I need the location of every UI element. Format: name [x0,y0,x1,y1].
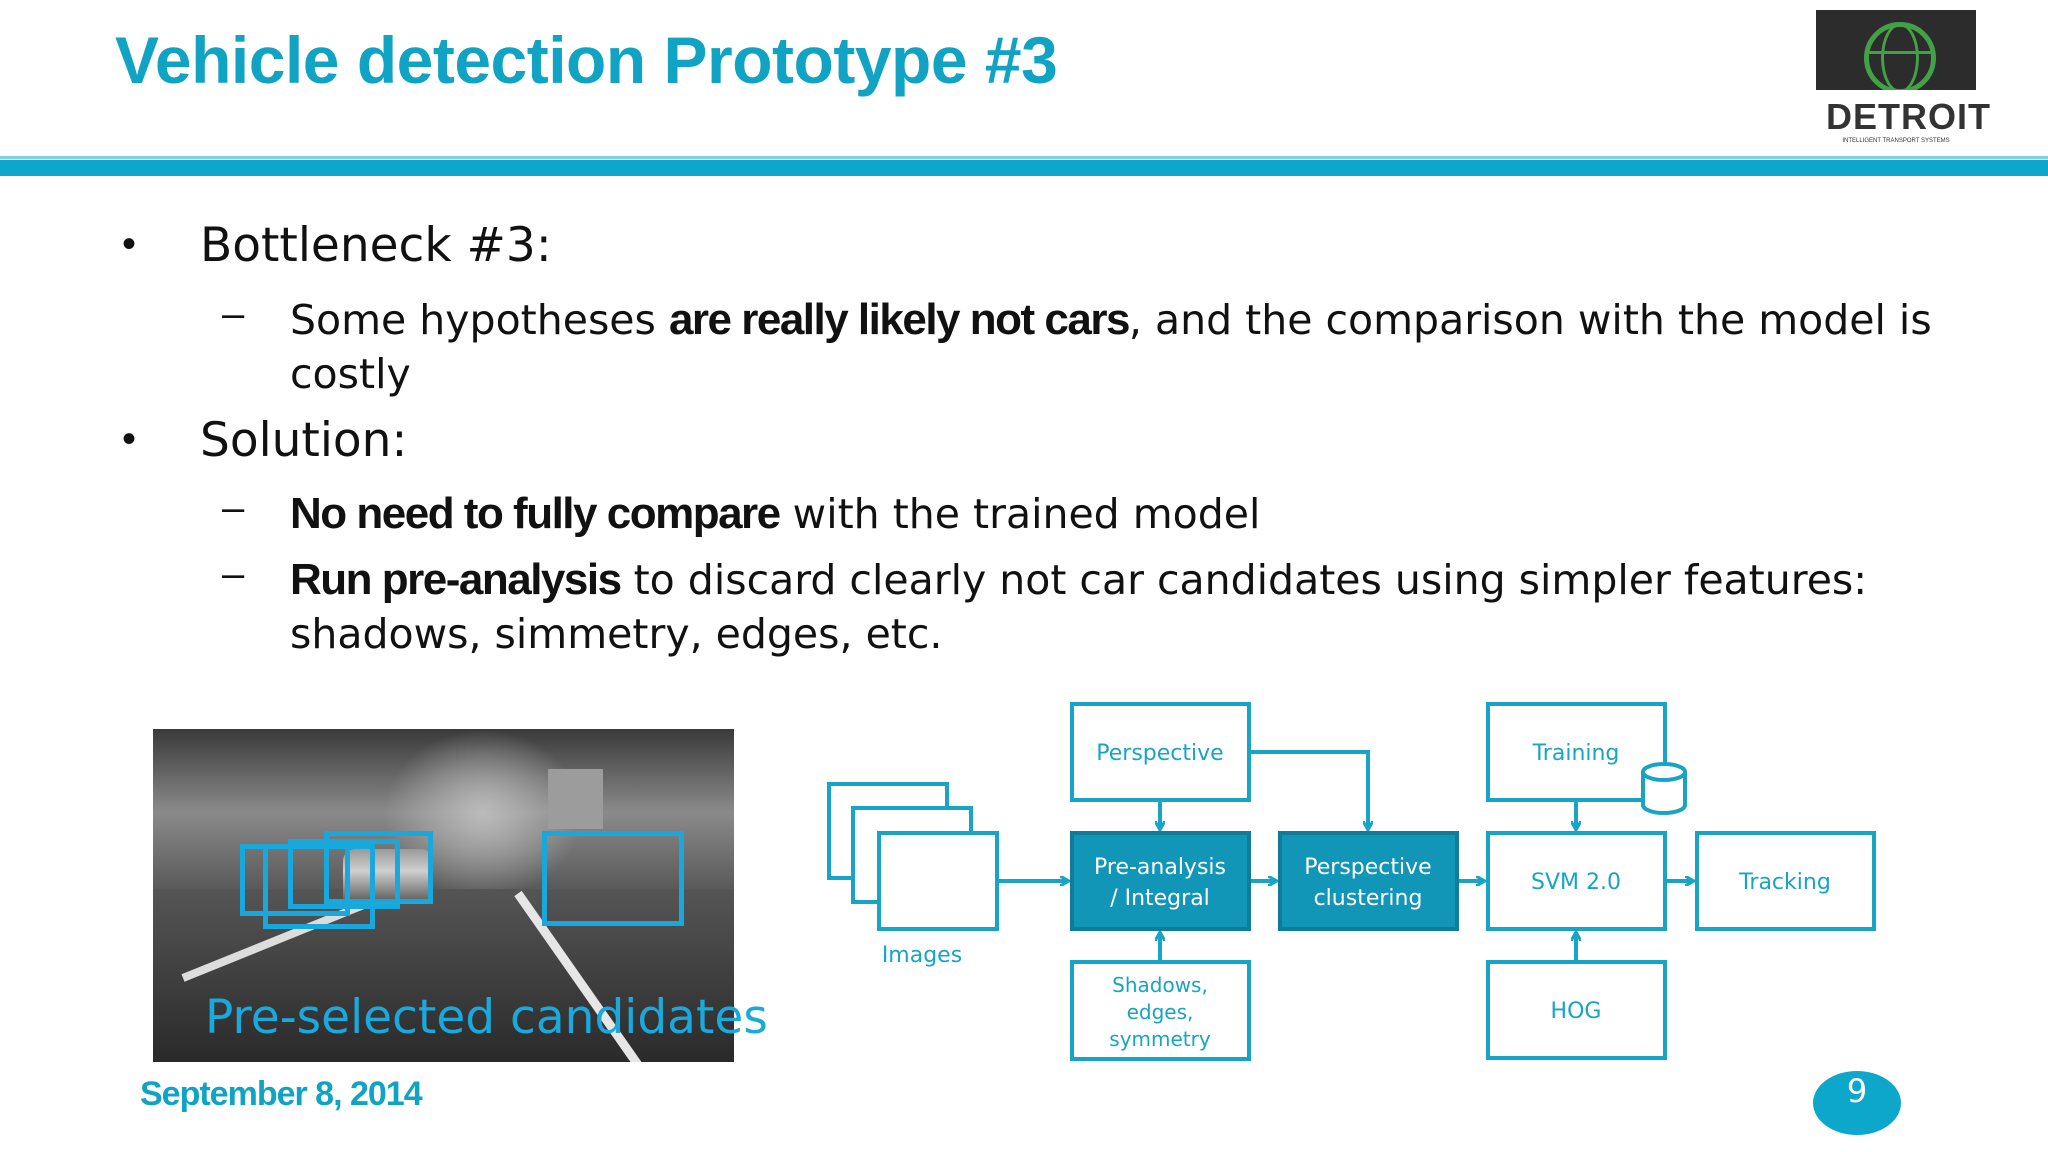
perspective-box [1070,702,1251,802]
tracking-label: Tracking [1738,870,1831,895]
sub-bullet-run-preanalysis: Run pre-analysis to discard clearly not … [290,553,1990,661]
title-underline-bar [0,160,2048,176]
image-frame [877,831,999,931]
flow-arrows [999,750,1693,960]
dash-icon: – [222,486,245,530]
clustering-box [1278,831,1459,931]
sub-bullet-text: Some hypotheses [290,296,669,344]
tracking-box [1695,831,1876,931]
globe-icon [1864,22,1936,90]
arrow-perspective-to-clustering [1251,750,1368,829]
slide-title: Vehicle detection Prototype #3 [115,23,1058,97]
shadows-box [1070,960,1251,1061]
hog-box [1486,960,1667,1060]
svm-label: SVM 2.0 [1531,870,1621,895]
dash-icon: – [222,552,245,596]
candidate-box [324,831,433,904]
hog-label: HOG [1551,999,1602,1024]
images-label: Images [882,943,962,968]
candidate-box [263,844,375,929]
sub-bullet-bold: are really likely not cars [668,295,1130,344]
preanalysis-label: Pre-analysis [1094,855,1226,880]
page-number: 9 [1813,1071,1901,1135]
dash-icon: – [222,292,245,336]
bullet-dot-icon: • [122,417,137,461]
sub-bullet-no-need: No need to fully compare with the traine… [290,487,1940,541]
sub-bullet-text: , and the comparison with the model is [1128,296,1932,344]
sub-bullet-bold: Run pre-analysis [290,555,622,604]
preanalysis-box [1070,831,1251,931]
road-camera-image [153,729,734,1062]
database-icon [1641,762,1687,815]
clustering-label: Perspective [1304,855,1431,880]
candidate-box [542,831,684,926]
sub-bullet-text: to discard clearly not car candidates us… [620,556,1868,604]
bullet-bottleneck: Bottleneck #3: [200,218,552,273]
shadows-label: symmetry [1109,1027,1211,1051]
bullet-dot-icon: • [122,222,137,266]
detroit-logo: DETROIT INTELLIGENT TRANSPORT SYSTEMS [1816,10,1991,148]
sub-bullet-bold: No need to fully compare [290,489,781,538]
distant-truck [548,769,603,829]
logo-globe-panel [1816,10,1976,90]
clustering-label: clustering [1314,886,1423,911]
logo-city: DETROIT [1826,96,1991,137]
logo-subtitle: INTELLIGENT TRANSPORT SYSTEMS [1842,138,1950,144]
photo-caption: Pre-selected candidates [205,990,768,1045]
training-label: Training [1532,741,1620,766]
svm-box [1486,831,1667,931]
preanalysis-label: / Integral [1110,886,1210,911]
perspective-label: Perspective [1096,741,1223,766]
slide-date: September 8, 2014 [140,1075,423,1113]
sub-bullet-text: with the trained model [779,490,1261,538]
sub-bullet-continuation: shadows, simmetry, edges, etc. [290,610,943,658]
sub-bullet-continuation: costly [290,350,411,398]
car [343,849,433,904]
shadows-label: Shadows, [1112,973,1208,997]
bullet-solution: Solution: [200,413,408,468]
training-box [1486,702,1667,802]
title-underline-thin [0,156,2048,159]
road-surface [153,889,734,1062]
shadows-label: edges, [1127,1000,1194,1024]
candidate-box [288,839,400,909]
sub-bullet-hypotheses: Some hypotheses are really likely not ca… [290,293,1940,401]
